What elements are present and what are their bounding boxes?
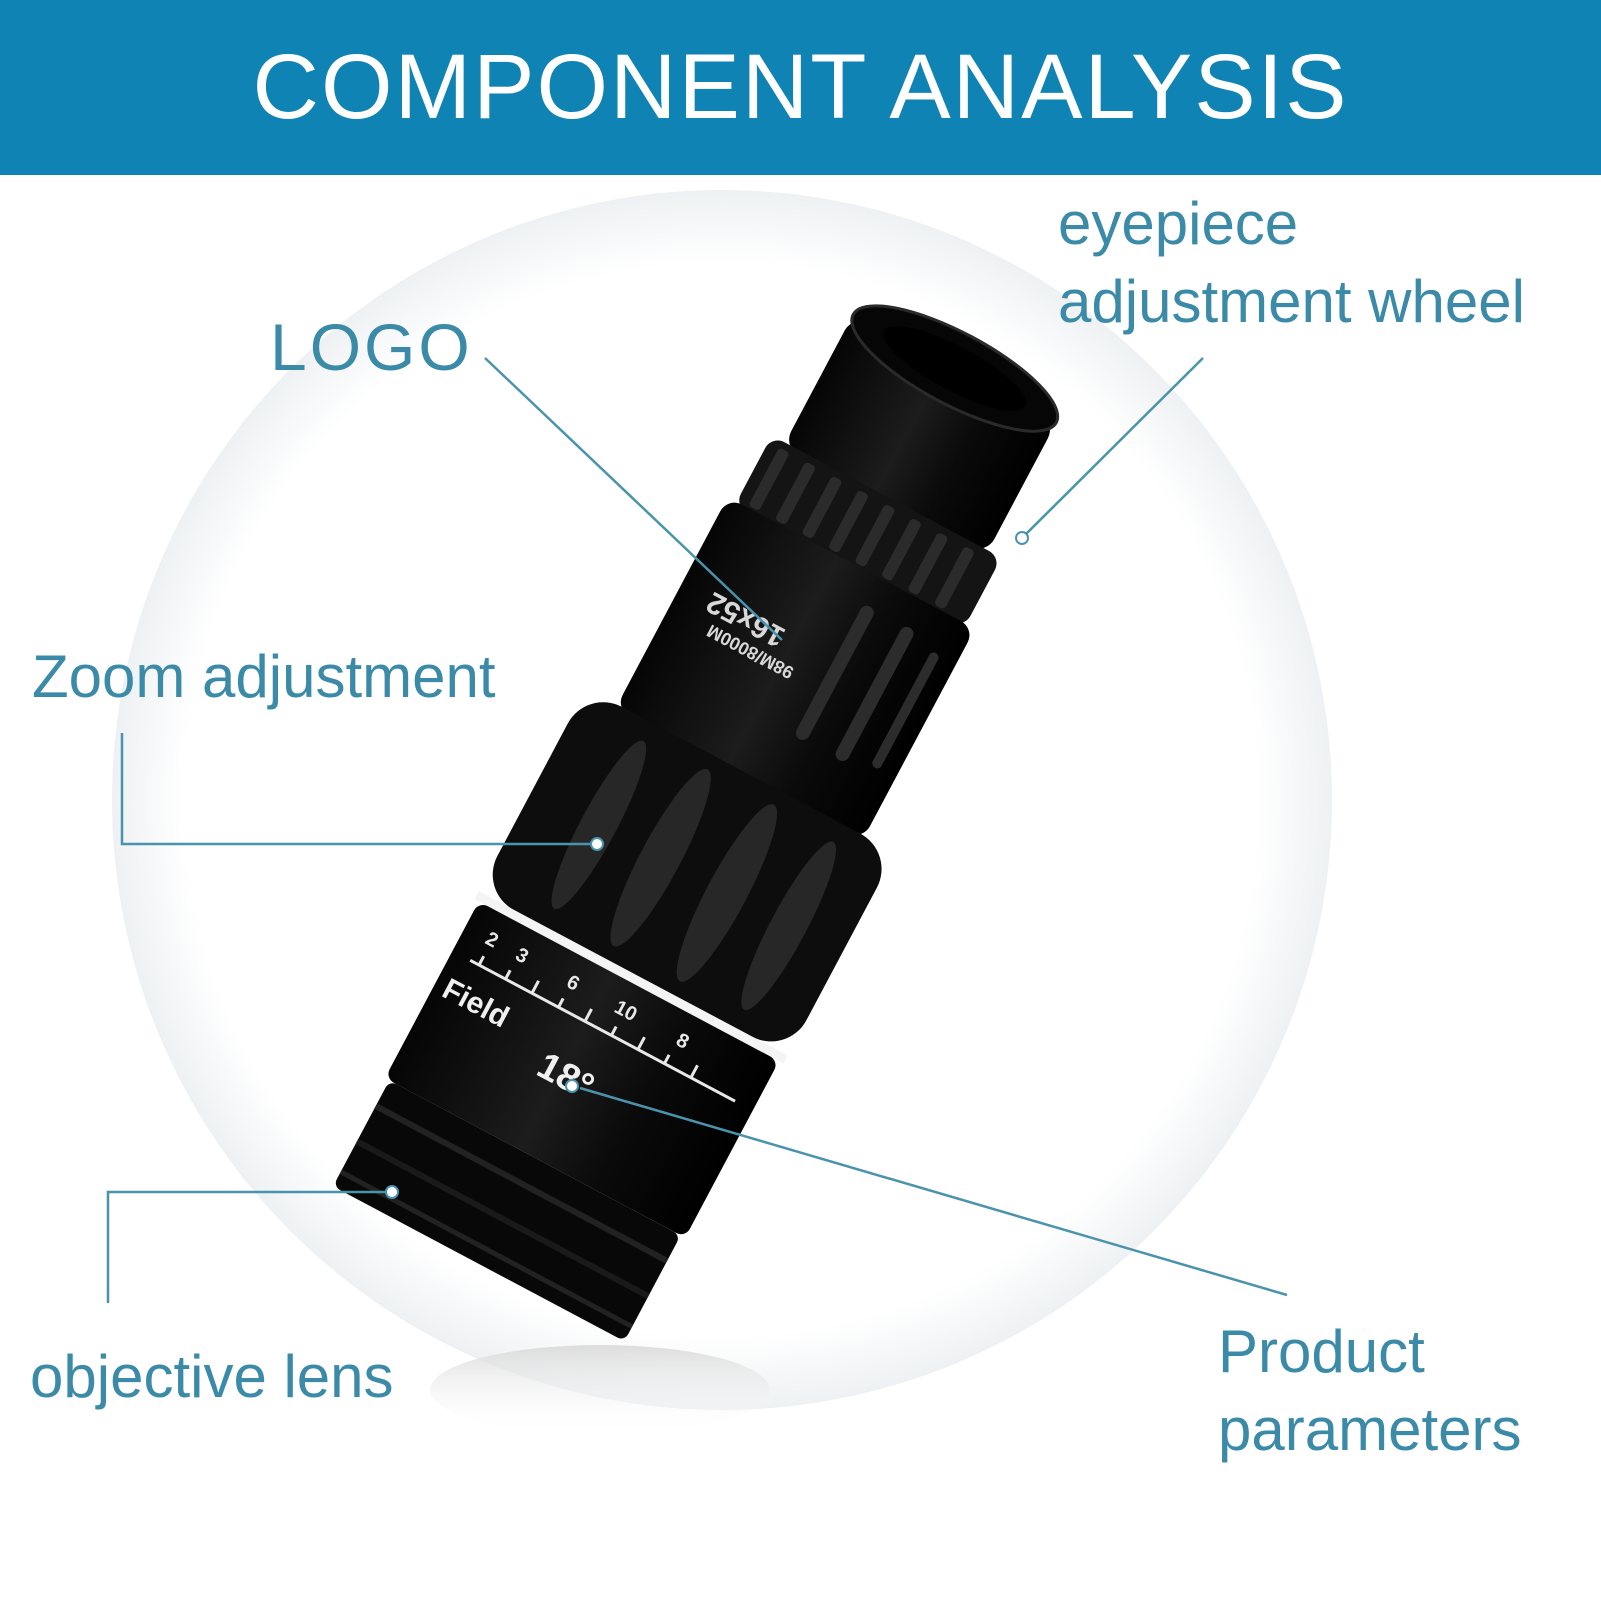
zoom-ring-grips [551, 740, 837, 1011]
header-banner: COMPONENT ANALYSIS [0, 0, 1601, 175]
callout-product-line-1: Product [1218, 1318, 1425, 1385]
page-title: COMPONENT ANALYSIS [252, 36, 1349, 138]
floor-reflection [430, 1345, 770, 1435]
leader-line-eyepiece [1021, 357, 1204, 539]
leader-line-product [579, 1086, 1288, 1297]
eyepiece-wheel-ridges [749, 448, 974, 609]
eyepiece-cup [789, 320, 1050, 549]
callout-objective-lens: objective lens [30, 1343, 394, 1410]
leader-dots [385, 531, 1029, 1199]
callout-zoom-adjustment: Zoom adjustment [32, 643, 496, 710]
leader-line-logo [484, 357, 783, 641]
callout-product-line-2: parameters [1218, 1396, 1522, 1463]
leader-line-zoom [120, 733, 597, 846]
upper-body-grooves [795, 605, 939, 769]
callout-eyepiece-line-1: eyepiece [1058, 190, 1299, 257]
lower-body [388, 905, 776, 1235]
white-ring [474, 891, 788, 1064]
leader-line-objective [106, 1190, 392, 1303]
callout-product-parameters: Product parameters [1218, 1313, 1521, 1469]
callout-eyepiece-line-2: adjustment wheel [1058, 268, 1525, 335]
leader-lines [106, 357, 1288, 1303]
monocular: 16x52 98M/8000M 2 3 [335, 304, 1060, 1339]
objective-barrel [335, 1083, 678, 1339]
scale-ticks [469, 955, 736, 1103]
callout-logo: LOGO [270, 310, 473, 384]
callout-eyepiece-adjustment-wheel: eyepiece adjustment wheel [1058, 185, 1525, 341]
